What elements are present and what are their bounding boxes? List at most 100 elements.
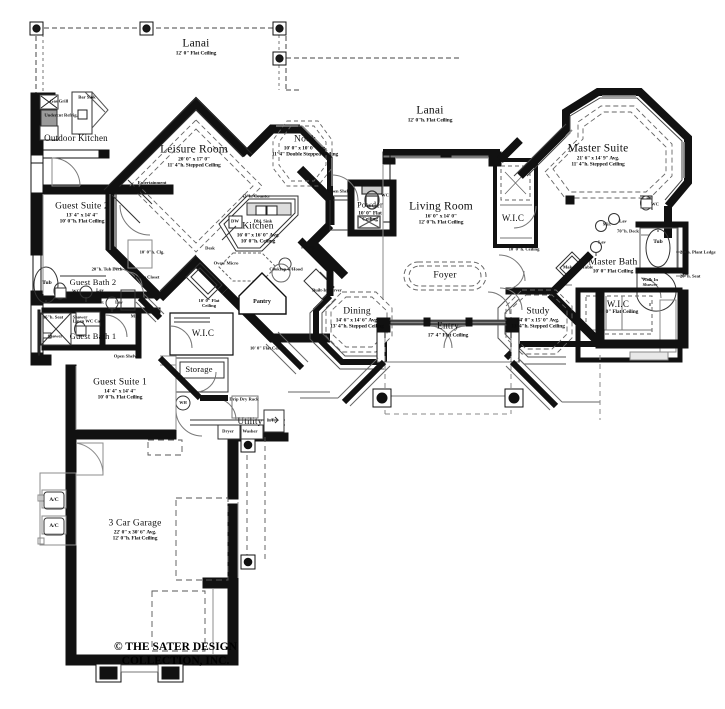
garage-piers	[95, 663, 184, 683]
room-label-utility: Utility	[238, 416, 263, 426]
lanai-outline	[35, 27, 460, 104]
copyright-line-1: © THE SATER DESIGN	[114, 641, 237, 653]
annotation-open-shelves-nook: Open Shelves	[327, 188, 355, 194]
room-name: Lanai	[182, 37, 210, 50]
room-dim: Ceiling	[362, 216, 378, 223]
gs2-thin	[42, 194, 153, 294]
lower-left-diagonal	[269, 335, 305, 371]
driveway-dash	[246, 437, 266, 565]
room-name: Foyer	[433, 270, 457, 281]
entry-doors	[429, 325, 467, 349]
master-bath-leaders	[641, 234, 686, 277]
master-bath-walls	[565, 195, 689, 275]
pantry-shape	[238, 272, 287, 315]
room-label-kitchen: Kitchen 16' 0" x 16' 0" Avg. 10' 0"h. Ce…	[237, 222, 280, 245]
room-dim: 12' 0" Flat Ceiling	[175, 50, 217, 57]
room-label-guest-suite-1: Guest Suite 1 14' 4" x 14' 4" 10' 0"h. F…	[93, 378, 147, 401]
annotation-desk: Desk	[205, 245, 215, 251]
annotation-open-shelves-guest: Open Shelves	[113, 353, 141, 359]
wic-master-shape	[575, 287, 683, 363]
room-name: Leisure Room	[160, 143, 228, 156]
powder-room	[351, 182, 393, 234]
annotation-seat-36h: 36"h. Seat	[42, 314, 64, 320]
desk-shape	[185, 262, 223, 300]
entry-columns	[372, 388, 524, 408]
master-windows	[565, 95, 685, 178]
diagonal-core-thin	[103, 97, 253, 292]
room-name: Master Suite	[567, 142, 629, 155]
annotation-washer: Washer	[242, 428, 258, 434]
copyright-line-2: COLLECTION, INC.	[121, 655, 230, 668]
living-room-thin	[382, 157, 489, 300]
annotation-lav-guest-bath-2: Lav	[96, 287, 104, 293]
open-shelves-lines	[329, 195, 348, 231]
room-label-wic-guest: W.I.C	[192, 328, 214, 338]
annotation-make-up-table: Make Up Table	[562, 264, 594, 270]
annotation-shower-guest-bath-1: Shower	[47, 333, 63, 339]
room-name: Storage	[185, 364, 213, 375]
annotation-oven-micro: Oven/ Micro	[213, 260, 239, 266]
hall-walls	[505, 251, 601, 344]
room-label-guest-suite-2: Guest Suite 2 13' 4" x 14' 4" 10' 0"h. F…	[55, 202, 109, 225]
room-dim: 12' 0"h. Flat Ceiling	[112, 535, 158, 542]
annotation-ceiling-10ft-clg: 10' 0"h. Clg.	[139, 249, 165, 255]
annotation-drip-dry-rack: Drip Dry Rack	[229, 396, 259, 402]
annotation-undercounter-fridge: Undercnt Refrig.	[44, 112, 78, 118]
room-dim: 11' 4"h. Stepped Ceiling	[167, 162, 221, 169]
annotation-flat-ceiling-kitchen: 10' 0" Flat Ceiling	[198, 298, 220, 308]
room-name: Outdoor Kitchen	[44, 132, 108, 143]
annotation-entertainment-center-nook: Entertainment Center Nook	[137, 180, 167, 190]
room-dim: 11' 4" Double Stepped Ceiling	[271, 151, 339, 158]
room-dim: 13' 4" x 14' 4"	[66, 212, 98, 219]
dining-ceiling-dash	[325, 291, 393, 353]
annotation-ac-unit-1: A/C	[49, 497, 59, 504]
room-dim: 13' 4"h. Stepped Ceiling	[330, 323, 384, 330]
utility-posts	[240, 437, 256, 570]
annotation-ac-unit-2: A/C	[49, 523, 59, 530]
room-name: Lanai	[416, 104, 444, 117]
dining-thin	[309, 298, 384, 370]
room-label-foyer: Foyer	[433, 271, 456, 282]
annotation-flat-ceiling-hall: 10' 0" Flat Ceiling	[249, 345, 287, 351]
room-dim: 10' 0"h. Flat Ceiling	[59, 218, 105, 225]
room-name: W.I.C	[501, 212, 525, 223]
room-dim: 10' 0" Flat Ceiling	[597, 309, 639, 316]
front-diagonals-thin	[300, 357, 600, 411]
wic-living-door	[513, 205, 537, 229]
annotation-laundry-tub: L.T.	[266, 417, 276, 423]
annotation-mirror-master: Mir.	[602, 221, 612, 227]
room-dim: 14' 6" x 14' 6" Avg.	[335, 317, 379, 324]
room-label-storage: Storage	[185, 365, 212, 375]
room-name: Powder	[357, 200, 383, 210]
annotation-lav-master-1: Lav	[619, 218, 627, 224]
annotation-tub-deck-20h: 20"h. Tub Deck	[91, 266, 123, 272]
room-label-lanai-right: Lanai 12' 0"h. Flat Ceiling	[408, 105, 453, 124]
lower-left-diagonal-thin	[265, 331, 330, 393]
room-name: Guest Bath 2	[69, 277, 117, 288]
kitchen-to-dining	[297, 237, 334, 296]
entry-porch-solid	[377, 361, 519, 397]
annotation-linen-wc-cabinet: Linen WC Cab't	[72, 318, 106, 324]
room-label-entry: Entry 17' 4" Flat Ceiling	[428, 322, 469, 339]
annotation-walk-in-shower: Walk In Shower	[642, 277, 658, 287]
annotation-tub-guest: Tub	[42, 280, 52, 287]
room-label-nook: Nook 10' 0" x 10' 0" Avg. 11' 4" Double …	[272, 135, 338, 158]
connector-thin	[135, 293, 165, 323]
annotation-ceiling-10-0: 10' 0"h. Ceiling	[508, 246, 540, 252]
room-name: Guest Bath 1	[69, 331, 117, 342]
master-suite-thin	[513, 97, 683, 201]
room-dim: 10' 0" x 10' 0" Avg.	[283, 145, 327, 152]
room-dim: 12' 0"h. Flat Ceiling	[407, 117, 453, 124]
room-name: Guest Suite 2	[55, 201, 109, 212]
annotation-built-in-server: Built-In Server	[312, 287, 342, 293]
annotation-shower-guest-bath-2: Shower	[72, 314, 88, 320]
annotation-bar-sink: Bar Sink	[78, 94, 96, 100]
room-dim: 16' 0" x 14' 0"	[425, 213, 457, 220]
room-dim: 14' 4" x 14' 4"	[104, 388, 136, 395]
room-dim: 10' 0" Flat	[358, 210, 382, 217]
exterior-walls	[30, 92, 289, 666]
ac-units	[43, 491, 65, 536]
front-diagonals	[341, 359, 559, 409]
room-label-wic-master: W.I.C 10' 0" Flat Ceiling	[597, 299, 639, 316]
study-ceiling-dash	[505, 289, 573, 355]
